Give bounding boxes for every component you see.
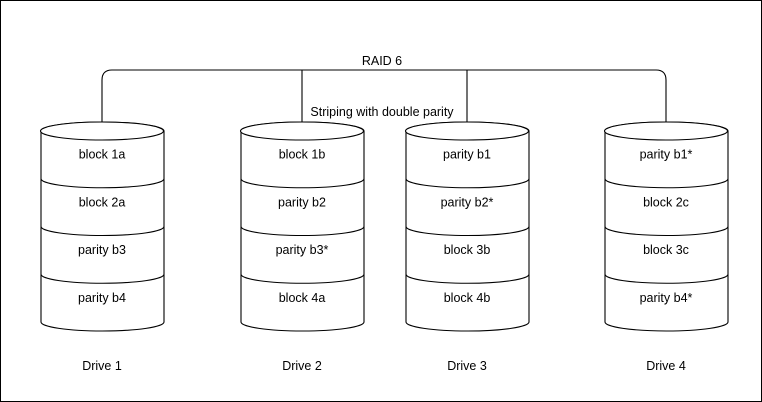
- block-label: parity b4*: [640, 291, 693, 305]
- raid-controller-bus: [101, 69, 667, 131]
- diagram-title-line-2: Striping with double parity: [310, 105, 454, 119]
- block-separator: [405, 226, 530, 237]
- block-label: block 3c: [643, 243, 689, 257]
- drive-caption: Drive 4: [646, 359, 686, 373]
- diagram-title-line-1: RAID 6: [361, 54, 403, 68]
- drive-top-disc: [404, 121, 530, 141]
- drive-2[interactable]: block 1b parity b2 parity b3* block 4a Drive…: [239, 121, 365, 373]
- block-label: parity b3: [78, 243, 126, 257]
- block-label: block 3b: [444, 243, 491, 257]
- block-separator: [240, 226, 365, 237]
- block-label: block 4b: [444, 291, 491, 305]
- block-separator: [604, 274, 729, 284]
- block-separator: [40, 274, 165, 284]
- drive-caption: Drive 1: [82, 359, 122, 373]
- drive-top-disc: [39, 121, 165, 141]
- block-label: block 2c: [643, 195, 689, 209]
- drive-top-disc: [239, 121, 365, 141]
- block-separator: [604, 226, 729, 237]
- block-label: parity b4: [78, 291, 126, 305]
- block-label: parity b1: [443, 148, 491, 162]
- block-separator: [405, 274, 530, 284]
- block-separator: [405, 178, 530, 189]
- block-label: parity b2: [278, 195, 326, 209]
- drive-3[interactable]: parity b1 parity b2* block 3b block 4b Drive…: [404, 121, 530, 373]
- drive-1[interactable]: block 1a block 2a parity b3 parity b4 Drive …: [39, 121, 165, 373]
- block-separator: [604, 178, 729, 189]
- block-label: block 2a: [79, 195, 126, 209]
- block-label: block 1a: [79, 148, 126, 162]
- block-label: parity b1*: [640, 148, 693, 162]
- block-label: parity b3*: [276, 243, 329, 257]
- drive-top-disc: [603, 121, 729, 141]
- drive-caption: Drive 3: [447, 359, 487, 373]
- drive-caption: Drive 2: [282, 359, 322, 373]
- block-separator: [240, 178, 365, 189]
- block-label: block 4a: [279, 291, 326, 305]
- block-separator: [40, 226, 165, 237]
- block-separator: [40, 178, 165, 189]
- block-separator: [240, 274, 365, 284]
- diagram-title: RAID 6 Striping with double parity: [1, 19, 761, 155]
- drive-array: block 1a block 2a parity b3 parity b4 Drive …: [39, 121, 729, 373]
- block-label: parity b2*: [441, 195, 494, 209]
- drive-4[interactable]: parity b1* block 2c block 3c parity b4* Driv…: [603, 121, 729, 373]
- block-label: block 1b: [279, 148, 326, 162]
